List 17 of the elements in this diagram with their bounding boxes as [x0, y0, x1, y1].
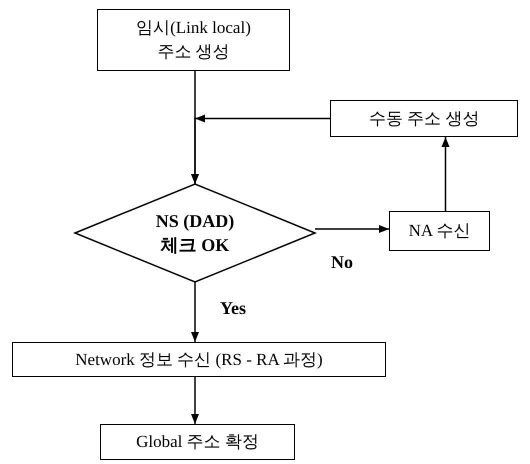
arrow: [442, 137, 450, 211]
process-box: [330, 100, 518, 137]
process-box: [389, 211, 490, 251]
process-box: [97, 9, 290, 71]
arrow: [191, 282, 199, 342]
arrow: [315, 225, 389, 233]
process-box: [100, 424, 295, 460]
decision-diamond: [73, 183, 317, 283]
box-text: 수동 주소 생성: [368, 108, 480, 130]
arrow: [191, 114, 330, 184]
decision-text: NS (DAD) 체크 OK: [154, 210, 236, 257]
box-text: NA 수신: [408, 220, 470, 242]
box-text: Network 정보 수신 (RS - RA 과정): [75, 348, 323, 370]
arrow: [191, 377, 199, 424]
box-text: Global 주소 확정: [136, 431, 259, 453]
process-box: [12, 342, 386, 377]
box-text: 임시(Link local) 주소 생성: [135, 17, 252, 63]
